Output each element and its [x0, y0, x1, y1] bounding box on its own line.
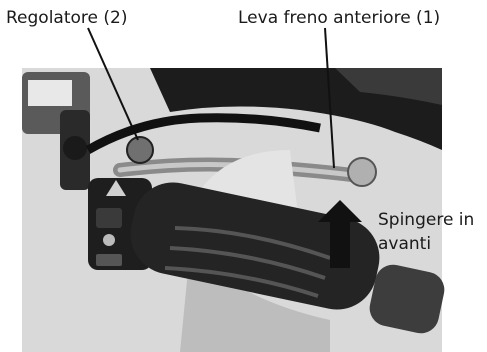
adjuster-label: Regolatore (2) — [6, 8, 127, 28]
mount-bolt — [63, 136, 87, 160]
front-brake-lever-label: Leva freno anteriore (1) — [238, 8, 440, 28]
kill-switch — [96, 254, 122, 266]
push-label-line2: avanti — [378, 232, 474, 256]
lever-tip — [348, 158, 376, 186]
start-button — [96, 208, 122, 228]
push-forward-label: Spingere in avanti — [378, 208, 474, 256]
engine-stop-icon — [103, 234, 115, 246]
adjuster-knob — [127, 137, 153, 163]
push-label-line1: Spingere in — [378, 208, 474, 232]
reservoir-label — [28, 80, 72, 106]
